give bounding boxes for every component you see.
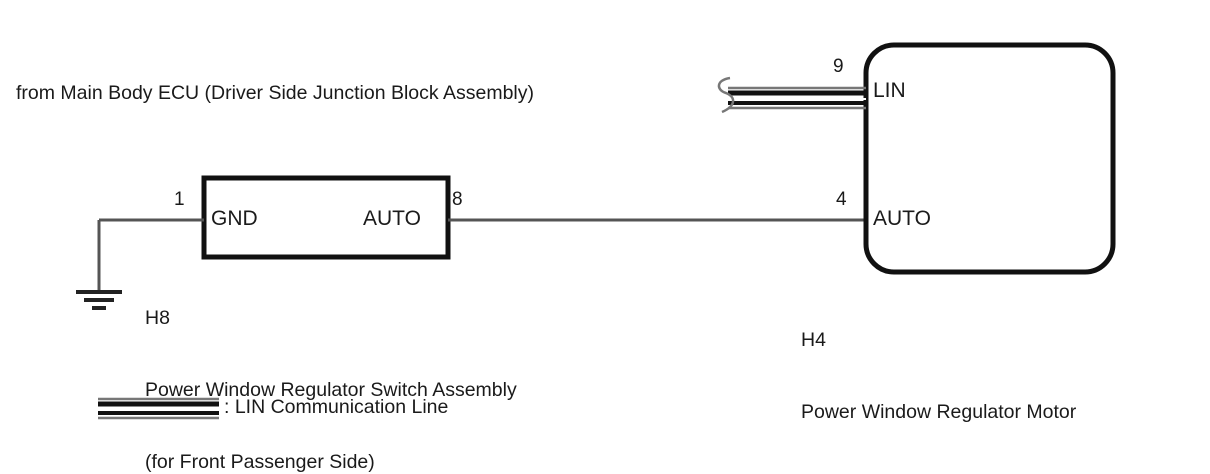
port-label-auto-switch: AUTO (363, 207, 421, 230)
caption-h4-code: H4 (801, 329, 826, 351)
caption-h8-line1: Power Window Regulator Switch Assembly (145, 379, 517, 401)
lin-communication-line (717, 76, 866, 114)
port-label-lin: LIN (873, 79, 906, 102)
legend-lin-swatch (98, 397, 219, 420)
caption-h4: H4 Power Window Regulator Motor Assembly… (801, 280, 1121, 474)
wire-break-squiggle (717, 76, 735, 114)
caption-h8-code: H8 (145, 307, 170, 329)
pin-number-h4-4: 4 (836, 189, 847, 210)
caption-h8-line2: (for Front Passenger Side) (145, 451, 375, 473)
port-label-auto-motor: AUTO (873, 207, 931, 230)
source-note: from Main Body ECU (Driver Side Junction… (16, 82, 534, 104)
port-label-gnd: GND (211, 207, 258, 230)
pin-number-h4-9: 9 (833, 56, 844, 77)
motor-assembly-box (863, 42, 1116, 275)
pin-number-h8-8: 8 (452, 189, 463, 210)
caption-h4-line1: Power Window Regulator Motor (801, 401, 1077, 423)
ground-symbol (76, 290, 122, 310)
switch-assembly-box (201, 175, 451, 260)
legend-label: : LIN Communication Line (224, 396, 449, 418)
caption-h8: H8 Power Window Regulator Switch Assembl… (145, 258, 517, 474)
pin-number-h8-1: 1 (174, 189, 185, 210)
